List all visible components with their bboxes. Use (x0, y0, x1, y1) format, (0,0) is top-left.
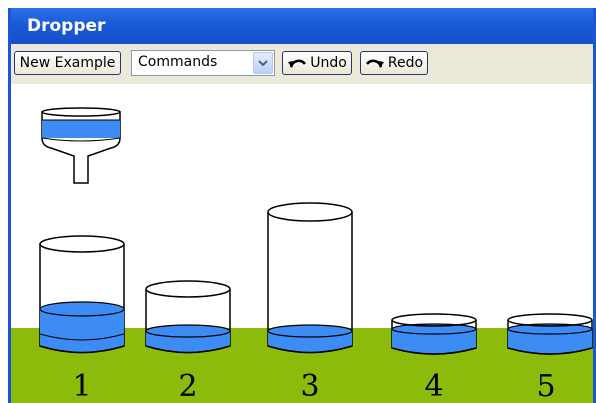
commands-dropdown[interactable]: Commands (131, 50, 275, 76)
redo-arrow-icon (365, 59, 384, 68)
container-2-label: 2 (178, 369, 197, 403)
container-1[interactable] (39, 235, 125, 354)
container-5[interactable] (507, 313, 593, 355)
redo-button[interactable]: Redo (360, 51, 428, 75)
container-3[interactable] (267, 202, 353, 354)
undo-arrow-icon (288, 59, 307, 68)
app-window: Dropper New Example Commands Undo Redo (8, 8, 596, 403)
chevron-down-icon[interactable] (253, 52, 273, 74)
container-4-label: 4 (424, 369, 443, 403)
title-bar: Dropper (11, 8, 593, 44)
simulation-canvas[interactable]: 1 2 3 4 5 (11, 84, 593, 403)
toolbar: New Example Commands Undo Redo (11, 44, 593, 85)
container-3-label: 3 (300, 369, 319, 403)
container-1-label: 1 (72, 369, 91, 403)
container-5-label: 5 (536, 369, 555, 403)
dropper-scene[interactable]: 1 2 3 4 5 (11, 84, 593, 403)
undo-button[interactable]: Undo (282, 51, 352, 75)
commands-dropdown-value: Commands (138, 54, 218, 70)
container-4[interactable] (391, 313, 477, 355)
dropper-water (42, 120, 120, 138)
new-example-button[interactable]: New Example (14, 51, 121, 75)
container-2[interactable] (145, 280, 231, 354)
new-example-label: New Example (19, 55, 116, 71)
redo-label: Redo (387, 55, 424, 71)
undo-label: Undo (310, 55, 347, 71)
dropper-funnel-icon[interactable] (41, 107, 121, 184)
window-title: Dropper (27, 16, 106, 36)
